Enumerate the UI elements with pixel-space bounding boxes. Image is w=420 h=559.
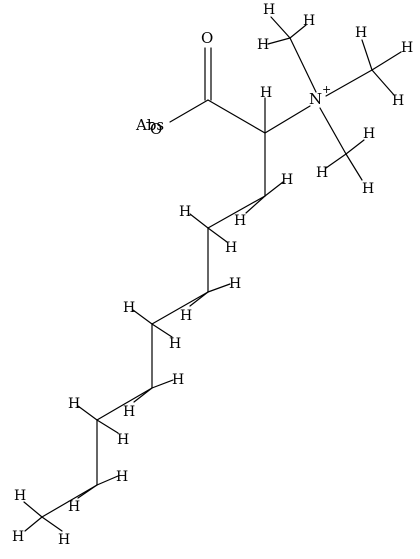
atom-h: H xyxy=(12,529,24,545)
bond-h xyxy=(41,516,63,532)
bond-h xyxy=(96,475,119,486)
bond-chain-6 xyxy=(96,387,153,421)
atom-h: H xyxy=(234,213,246,229)
bond-chain-8 xyxy=(41,484,98,518)
bond-chain-4 xyxy=(151,291,209,325)
atom-h: H xyxy=(117,432,129,448)
anion-charge-sign: − xyxy=(145,116,154,129)
atom-h: H xyxy=(263,2,275,18)
bond-h xyxy=(325,153,347,169)
bond-n-methyl-top xyxy=(289,37,317,93)
bond-layer xyxy=(23,16,402,532)
atom-h: H xyxy=(281,172,293,188)
bond-n-methyl-bottom xyxy=(319,107,347,155)
atom-o-anion: O xyxy=(150,120,162,138)
bond-h xyxy=(264,181,284,197)
atom-h: H xyxy=(179,204,191,220)
bond-h xyxy=(371,69,395,96)
ammonium-charge-sign: + xyxy=(322,83,331,96)
atom-h: H xyxy=(225,240,237,256)
atom-h: H xyxy=(14,488,26,504)
bond-n-methyl-right xyxy=(325,69,373,97)
atom-h: H xyxy=(260,85,272,101)
bond-h xyxy=(96,419,119,434)
atom-h: H xyxy=(401,40,413,56)
atom-h: H xyxy=(180,308,192,324)
atom-label-layer: O O − Abs N + H H H H H H H H H H H H H … xyxy=(12,2,413,548)
bond-h xyxy=(132,309,153,325)
bond-h xyxy=(245,195,266,214)
bond-h xyxy=(345,139,365,155)
bond-h xyxy=(361,39,373,71)
bond-h xyxy=(371,51,402,71)
bond-h xyxy=(23,501,43,518)
bond-c-o-anion xyxy=(169,99,209,123)
bond-h xyxy=(267,37,291,45)
bond-h xyxy=(77,405,98,421)
atom-h: H xyxy=(68,499,80,515)
bond-h xyxy=(151,323,173,338)
bond-h xyxy=(207,227,228,243)
atom-h: H xyxy=(68,396,80,412)
atom-h: H xyxy=(257,37,269,53)
atom-h: H xyxy=(316,165,328,181)
bond-h xyxy=(133,387,153,403)
bond-h xyxy=(345,153,363,181)
atom-h: H xyxy=(362,181,374,197)
atom-h: H xyxy=(116,469,128,485)
bond-chain-2 xyxy=(207,195,266,229)
atom-h: H xyxy=(172,372,184,388)
atom-h: H xyxy=(392,93,404,109)
bond-h xyxy=(270,16,291,39)
atom-h: H xyxy=(169,336,181,352)
bond-h xyxy=(207,283,231,293)
atom-h: H xyxy=(355,25,367,41)
atom-o-carbonyl: O xyxy=(201,29,213,47)
abs-stereo-tag: Abs xyxy=(135,116,164,134)
bond-h xyxy=(24,516,43,532)
bond-h xyxy=(189,213,209,229)
bond-h xyxy=(289,24,307,39)
atom-h: H xyxy=(229,276,241,292)
atom-n-ammonium: N xyxy=(309,90,322,108)
bond-h xyxy=(77,484,98,499)
bond-h xyxy=(151,379,174,389)
bond-alpha-n xyxy=(264,105,311,134)
atom-h: H xyxy=(303,13,315,29)
atom-h: H xyxy=(363,126,375,142)
bond-carboxyl-alpha xyxy=(207,99,266,134)
atom-h: H xyxy=(123,404,135,420)
atom-h: H xyxy=(123,300,135,316)
atom-h: H xyxy=(58,532,70,548)
bond-h xyxy=(189,291,209,307)
